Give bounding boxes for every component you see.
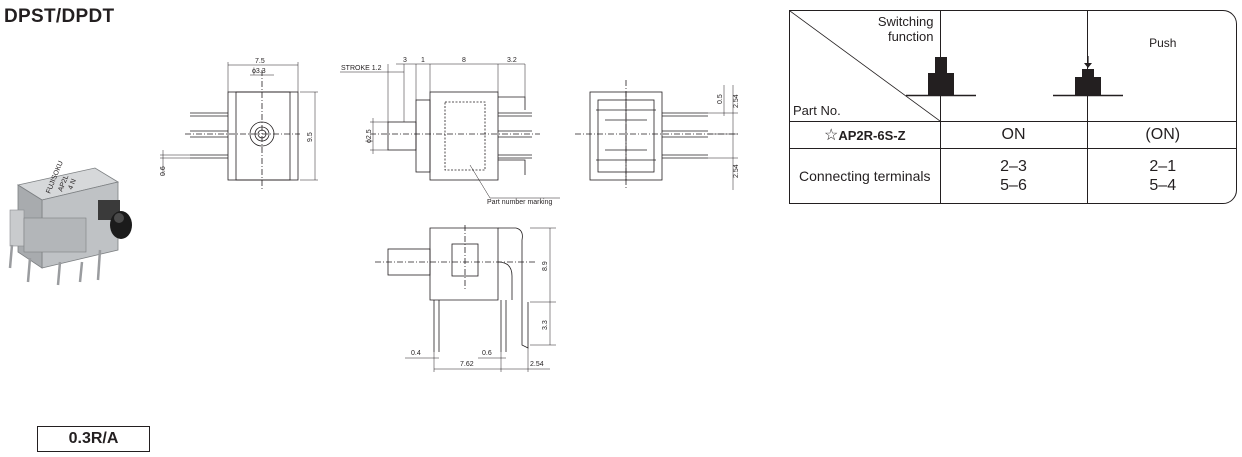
side-view-drawing [340, 63, 560, 199]
dim-rear-1: 0.5 [717, 94, 724, 104]
dim-side-2: 1 [421, 57, 425, 64]
dim-bottom-mid: 0.6 [482, 350, 492, 357]
dim-bottom-left: 0.4 [411, 350, 421, 357]
switching-function-label: Switching function [877, 14, 934, 44]
diagonal-divider [790, 11, 940, 121]
dim-bottom-height: 8.9 [542, 261, 549, 271]
dim-top-pin: 0.6 [160, 166, 167, 176]
dim-side-shaft: ϕ2.5 [366, 129, 373, 143]
model-col2: (ON) [1086, 121, 1236, 149]
header-push-cell: Push [1052, 11, 1236, 122]
header-corner-cell: Switching function Part No. [790, 11, 941, 122]
dim-side-1: 3 [403, 57, 407, 64]
dim-top-height: 9.5 [307, 132, 314, 142]
part-no-label: Part No. [793, 103, 841, 118]
header-on-cell [905, 11, 1088, 122]
dim-bottom-right: 2.54 [530, 361, 544, 368]
rating-code-badge: 0.3R/A [37, 426, 150, 452]
switch-pushed-icon [1052, 56, 1123, 97]
dim-side-4: 3.2 [507, 57, 517, 64]
top-view-drawing [160, 62, 318, 190]
dim-side-3: 8 [462, 57, 466, 64]
switching-spec-table: Switching function Part No. Push [789, 10, 1237, 204]
photo-marking-3: 4 N [67, 178, 78, 191]
switch-released-icon [905, 57, 976, 97]
dim-rear-3: 2.54 [733, 164, 740, 178]
part-number-marking-label: Part number marking [487, 199, 552, 206]
technical-drawing: FUJISOKU AP2L 4 N 7.5 ϕ3.3 9.5 0.6 [8, 57, 740, 372]
model-name: AP2R-6S-Z [838, 128, 906, 143]
model-col1: ON [939, 121, 1088, 149]
star-icon: ☆ [823, 127, 839, 144]
terminals-col1: 2–3 5–6 [939, 148, 1088, 203]
push-label: Push [1149, 36, 1177, 50]
product-photo: FUJISOKU AP2L 4 N [8, 160, 132, 286]
dim-rear-2: 2.54 [733, 94, 740, 108]
terminals-col2: 2–1 5–4 [1086, 148, 1236, 203]
bottom-view-drawing [375, 225, 556, 372]
dim-bottom-pin: 3.3 [542, 320, 549, 330]
terminals-label: Connecting terminals [790, 148, 941, 203]
dim-top-hole: ϕ3.3 [252, 68, 266, 75]
dim-bottom-spacing: 7.62 [460, 361, 474, 368]
dim-top-width: 7.5 [255, 58, 265, 65]
rear-view-drawing [575, 80, 740, 190]
dim-stroke: STROKE 1.2 [341, 65, 382, 72]
model-cell: ☆AP2R-6S-Z [790, 121, 941, 149]
section-heading: DPST/DPDT [4, 6, 115, 27]
